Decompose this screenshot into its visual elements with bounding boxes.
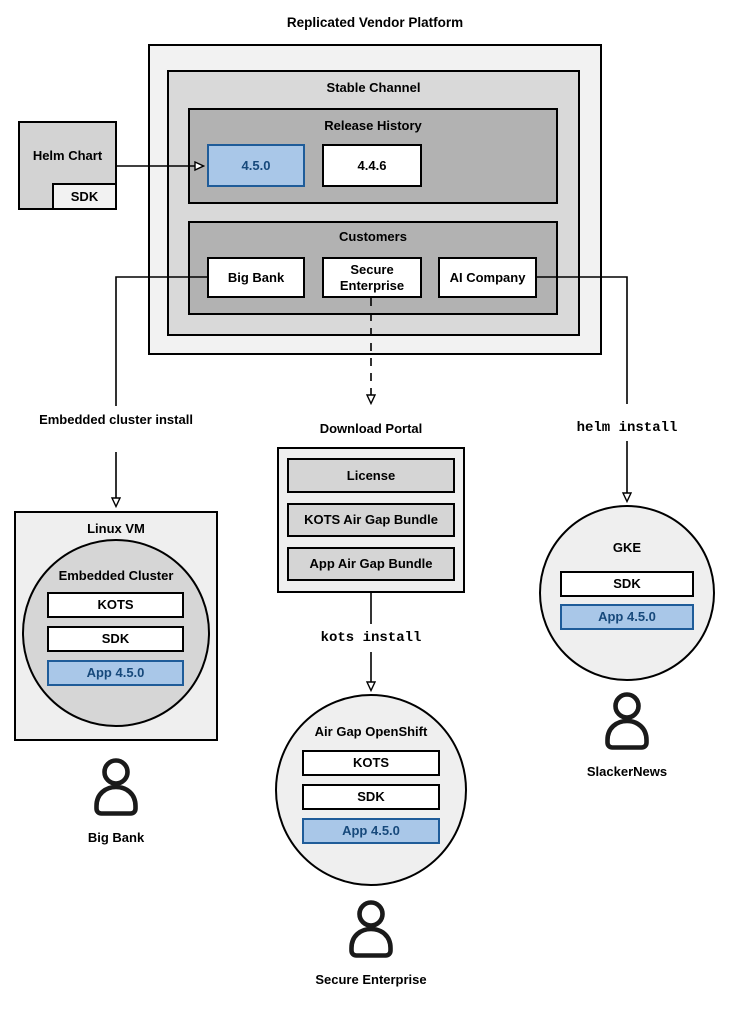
secure-enterprise-user-label: Secure Enterprise	[315, 972, 427, 987]
customer-big-bank-box: Big Bank	[207, 257, 305, 298]
helm-chart-sdk-box: SDK	[52, 183, 117, 210]
release-history-label: Release History	[324, 118, 422, 133]
gke-label: GKE	[612, 540, 642, 555]
big-bank-user-icon	[94, 758, 138, 816]
release-4-4-6-box: 4.4.6	[322, 144, 422, 187]
customer-secure-enterprise-box: Secure Enterprise	[322, 257, 422, 298]
slackernews-user-label: SlackerNews	[586, 764, 668, 779]
release-4-5-0-box: 4.5.0	[207, 144, 305, 187]
embedded-cluster-label: Embedded Cluster	[58, 568, 174, 583]
helm-install-label: helm install	[576, 420, 678, 436]
customer-ai-company-box: AI Company	[438, 257, 537, 298]
slackernews-user-icon	[605, 692, 649, 750]
kots-install-label: kots install	[320, 630, 422, 646]
embedded-kots-box: KOTS	[47, 592, 184, 618]
secure-enterprise-user-icon	[349, 900, 393, 958]
download-portal-label: Download Portal	[319, 421, 423, 436]
stable-channel-label: Stable Channel	[326, 80, 421, 95]
app-air-gap-bundle-box: App Air Gap Bundle	[287, 547, 455, 581]
diagram-title: Replicated Vendor Platform	[286, 15, 464, 30]
gke-sdk-box: SDK	[560, 571, 694, 597]
kots-air-gap-bundle-box: KOTS Air Gap Bundle	[287, 503, 455, 537]
gke-app-box: App 4.5.0	[560, 604, 694, 630]
linux-vm-label: Linux VM	[87, 521, 145, 536]
embedded-cluster-install-label: Embedded cluster install	[39, 412, 193, 427]
embedded-app-box: App 4.5.0	[47, 660, 184, 686]
airgap-sdk-box: SDK	[302, 784, 440, 810]
embedded-sdk-box: SDK	[47, 626, 184, 652]
airgap-app-box: App 4.5.0	[302, 818, 440, 844]
customers-label: Customers	[339, 229, 407, 244]
airgap-kots-box: KOTS	[302, 750, 440, 776]
airgap-openshift-label: Air Gap OpenShift	[314, 724, 428, 739]
big-bank-user-label: Big Bank	[87, 830, 145, 845]
license-box: License	[287, 458, 455, 493]
